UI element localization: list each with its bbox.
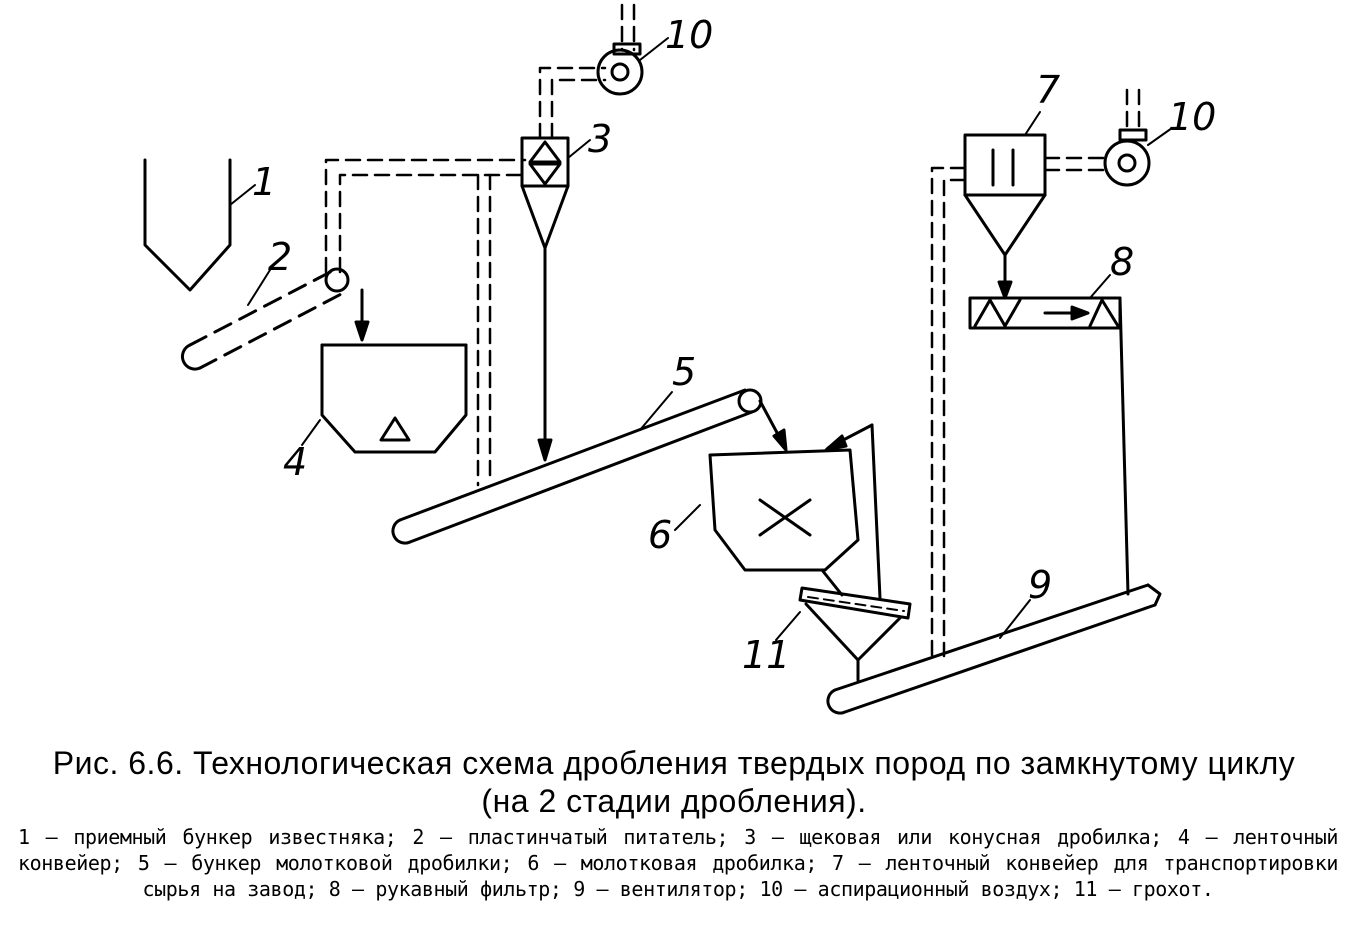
plate-feeder-2 [180,266,350,371]
fan-duct-right [930,88,1141,662]
belt-conveyor-5 [391,388,788,545]
fan-10-left [596,37,669,96]
figure-caption-title: Рис. 6.6. Технологическая схема дроблени… [0,744,1348,820]
label-3: 3 [588,117,612,161]
screen-11 [775,586,912,682]
bag-filter-7 [963,111,1047,300]
label-10-left: 10 [665,13,713,57]
label-8: 8 [1110,240,1134,284]
receiving-hopper-1 [143,158,256,292]
label-10-right: 10 [1168,95,1216,139]
dust-duct-conveyor [476,173,492,487]
label-2: 2 [268,235,292,279]
fan-duct-left [538,3,636,140]
label-11: 11 [742,633,790,677]
label-1: 1 [252,160,276,204]
hammer-crusher-6 [674,423,882,600]
caption-title-line-1: Рис. 6.6. Технологическая схема дроблени… [52,745,1296,781]
label-7: 7 [1036,68,1060,112]
dust-duct-feeder [324,158,527,274]
label-5: 5 [672,350,696,394]
fan-10-right [1103,127,1173,187]
screw-conveyor-8 [968,274,1130,596]
belt-conveyor-9 [826,583,1162,715]
label-4: 4 [283,440,307,484]
caption-title-line-2: (на 2 стадии дробления). [481,783,867,819]
bunker-4 [301,288,468,454]
figure-legend: 1 — приемный бункер известняка; 2 — плас… [18,825,1338,901]
process-flow-diagram: 1 2 3 4 5 6 7 8 9 10 10 11 [143,3,1216,715]
crusher-3 [520,136,591,462]
label-9: 9 [1028,563,1052,607]
label-6: 6 [648,513,672,557]
